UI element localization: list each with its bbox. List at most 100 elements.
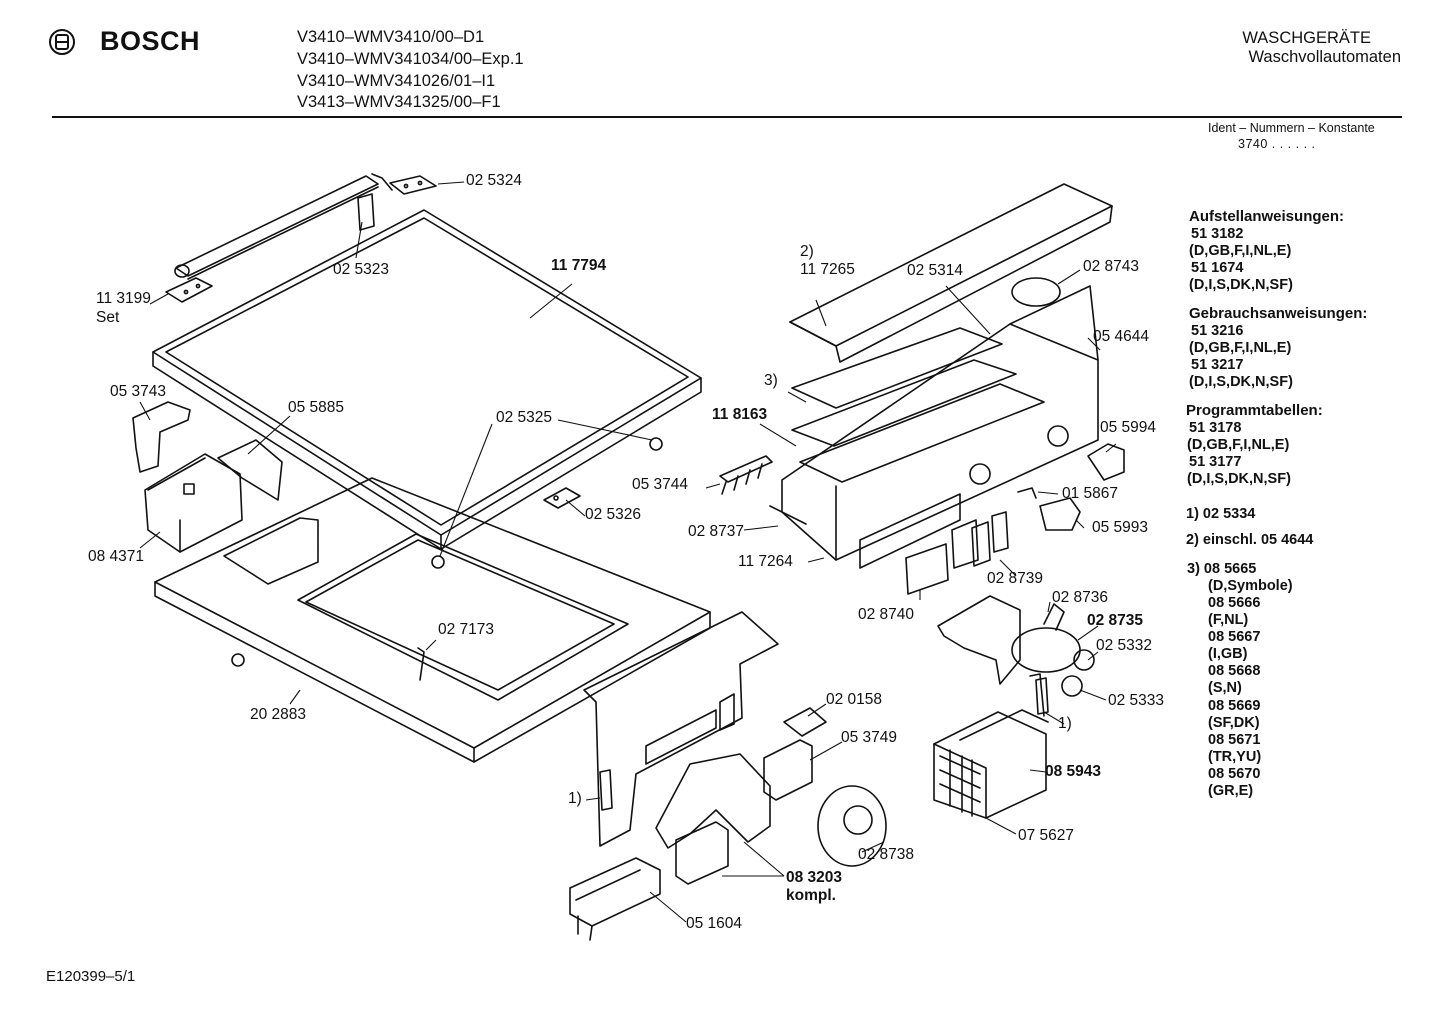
timer-bracket-part bbox=[937, 595, 1095, 717]
document-code: E120399–5/1 bbox=[46, 968, 136, 985]
footnote-3-item: (I,GB) bbox=[1208, 646, 1248, 662]
switch-assembly-part bbox=[763, 707, 887, 867]
part-callout-note: 1) bbox=[1058, 715, 1072, 732]
part-callout: 01 5867 bbox=[1062, 485, 1119, 502]
programmtabellen-title: Programmtabellen: bbox=[1186, 402, 1323, 419]
ident-value: 3740 . . . . . . bbox=[1238, 137, 1316, 151]
part-callout: 02 5333 bbox=[1108, 692, 1165, 709]
model-line: V3410–WMV3410/00–D1 bbox=[297, 28, 485, 46]
category-title: WASCHGERÄTE bbox=[1242, 29, 1371, 47]
footnote-3-item: (D,Symbole) bbox=[1208, 578, 1293, 594]
reference-item: 51 3182 bbox=[1191, 226, 1244, 242]
part-callout: 05 5993 bbox=[1092, 519, 1149, 536]
reference-item: (D,GB,F,I,NL,E) bbox=[1187, 437, 1290, 453]
part-callout: 11 7265 bbox=[800, 261, 855, 278]
part-callout: 02 5332 bbox=[1096, 637, 1153, 654]
clip-part bbox=[543, 487, 581, 509]
footnote-1: 1) 02 5334 bbox=[1186, 506, 1256, 522]
model-line: V3410–WMV341034/00–Exp.1 bbox=[297, 50, 524, 68]
part-callout: 02 5324 bbox=[466, 172, 523, 189]
footnote-3-item: 08 5671 bbox=[1208, 732, 1261, 748]
footnote-3-item: 08 5668 bbox=[1208, 663, 1261, 679]
footnote-3-item: 08 5666 bbox=[1208, 595, 1261, 611]
part-callout: 02 8736 bbox=[1052, 589, 1109, 606]
brand-name: BOSCH bbox=[100, 26, 201, 56]
mounting-plate-part bbox=[583, 611, 779, 847]
reference-item: 51 1674 bbox=[1191, 260, 1244, 276]
part-callout: 05 3744 bbox=[632, 476, 689, 493]
part-callout: 02 8738 bbox=[858, 846, 915, 863]
bosch-logo-icon bbox=[49, 29, 75, 55]
hinge-bar-part bbox=[165, 173, 393, 303]
part-callout: 11 8163 bbox=[712, 406, 768, 423]
footnote-3-item: 08 5667 bbox=[1208, 629, 1261, 645]
part-callout: 02 8735 bbox=[1087, 612, 1144, 629]
reference-item: (D,GB,F,I,NL,E) bbox=[1189, 243, 1292, 259]
part-callout: 02 8743 bbox=[1083, 258, 1140, 275]
control-panel-part bbox=[769, 183, 1113, 569]
part-callout: 02 8739 bbox=[987, 570, 1044, 587]
model-line: V3413–WMV341325/00–F1 bbox=[297, 93, 501, 111]
part-callout-note: 2) bbox=[800, 243, 814, 260]
part-callout: 02 5314 bbox=[907, 262, 964, 279]
reference-item: (D,I,S,DK,N,SF) bbox=[1187, 471, 1291, 487]
footnote-3-item: 08 5670 bbox=[1208, 766, 1261, 782]
part-callout-note: kompl. bbox=[786, 887, 836, 904]
model-line: V3410–WMV341026/01–I1 bbox=[297, 72, 496, 90]
footnote-3-item: (SF,DK) bbox=[1208, 715, 1260, 731]
programmer-block-part bbox=[933, 709, 1049, 819]
terminal-block-part bbox=[655, 753, 771, 885]
gebrauchsanweisungen-title: Gebrauchsanweisungen: bbox=[1189, 305, 1368, 322]
comb-clip-part bbox=[719, 455, 773, 495]
part-callout: 05 5994 bbox=[1100, 419, 1157, 436]
part-callout: 05 4644 bbox=[1093, 328, 1150, 345]
reference-item: 51 3216 bbox=[1191, 323, 1244, 339]
footnote-3-item: (TR,YU) bbox=[1208, 749, 1262, 765]
part-callout: 02 5323 bbox=[333, 261, 390, 278]
footnote-3-item: 3) 08 5665 bbox=[1187, 561, 1257, 577]
part-callout: 02 8737 bbox=[688, 523, 745, 540]
reference-item: (D,I,S,DK,N,SF) bbox=[1189, 374, 1293, 390]
dispenser-drawer-part bbox=[132, 401, 283, 553]
reference-item: (D,GB,F,I,NL,E) bbox=[1189, 340, 1292, 356]
part-callout-note: Set bbox=[96, 309, 120, 326]
part-callout: 02 0158 bbox=[826, 691, 883, 708]
base-frame-part bbox=[154, 437, 711, 763]
part-callout: 08 4371 bbox=[88, 548, 145, 565]
part-callout: 11 3199 bbox=[96, 290, 151, 307]
part-callout: 02 5325 bbox=[496, 409, 553, 426]
connector-part bbox=[569, 857, 661, 941]
ident-title: Ident – Nummern – Konstante bbox=[1208, 121, 1375, 135]
footnote-2: 2) einschl. 05 4644 bbox=[1186, 532, 1314, 548]
small-clip-part bbox=[599, 677, 1049, 811]
footnote-3-item: (F,NL) bbox=[1208, 612, 1249, 628]
part-callout: 11 7264 bbox=[738, 553, 793, 570]
part-callout: 05 3749 bbox=[841, 729, 898, 746]
footnote-3-item: 08 5669 bbox=[1208, 698, 1261, 714]
part-callout-note: 1) bbox=[568, 790, 582, 807]
part-callout: 05 3743 bbox=[110, 383, 167, 400]
reference-item: (D,I,S,DK,N,SF) bbox=[1189, 277, 1293, 293]
header-divider bbox=[52, 116, 1402, 118]
part-callout: 02 5326 bbox=[585, 506, 642, 523]
reference-item: 51 3177 bbox=[1189, 454, 1242, 470]
hinge-plate-part bbox=[357, 175, 437, 231]
part-callout: 05 5885 bbox=[288, 399, 345, 416]
part-callout: 08 5943 bbox=[1045, 763, 1102, 780]
reference-item: 51 3178 bbox=[1189, 420, 1242, 436]
knob-part bbox=[905, 443, 1125, 595]
part-callout: 02 8740 bbox=[858, 606, 915, 623]
part-callout: 07 5627 bbox=[1018, 827, 1075, 844]
part-callout-note: 3) bbox=[764, 372, 778, 389]
part-callout: 02 7173 bbox=[438, 621, 495, 638]
part-callout: 11 7794 bbox=[551, 257, 607, 274]
footnote-3-item: (S,N) bbox=[1208, 680, 1242, 696]
part-callout: 20 2883 bbox=[250, 706, 307, 723]
aufstellanweisungen-title: Aufstellanweisungen: bbox=[1189, 208, 1345, 225]
subcategory-title: Waschvollautomaten bbox=[1248, 48, 1401, 66]
part-callout: 05 1604 bbox=[686, 915, 743, 932]
reference-item: 51 3217 bbox=[1191, 357, 1244, 373]
top-cover-part bbox=[152, 209, 702, 550]
footnote-3-item: (GR,E) bbox=[1208, 783, 1254, 799]
